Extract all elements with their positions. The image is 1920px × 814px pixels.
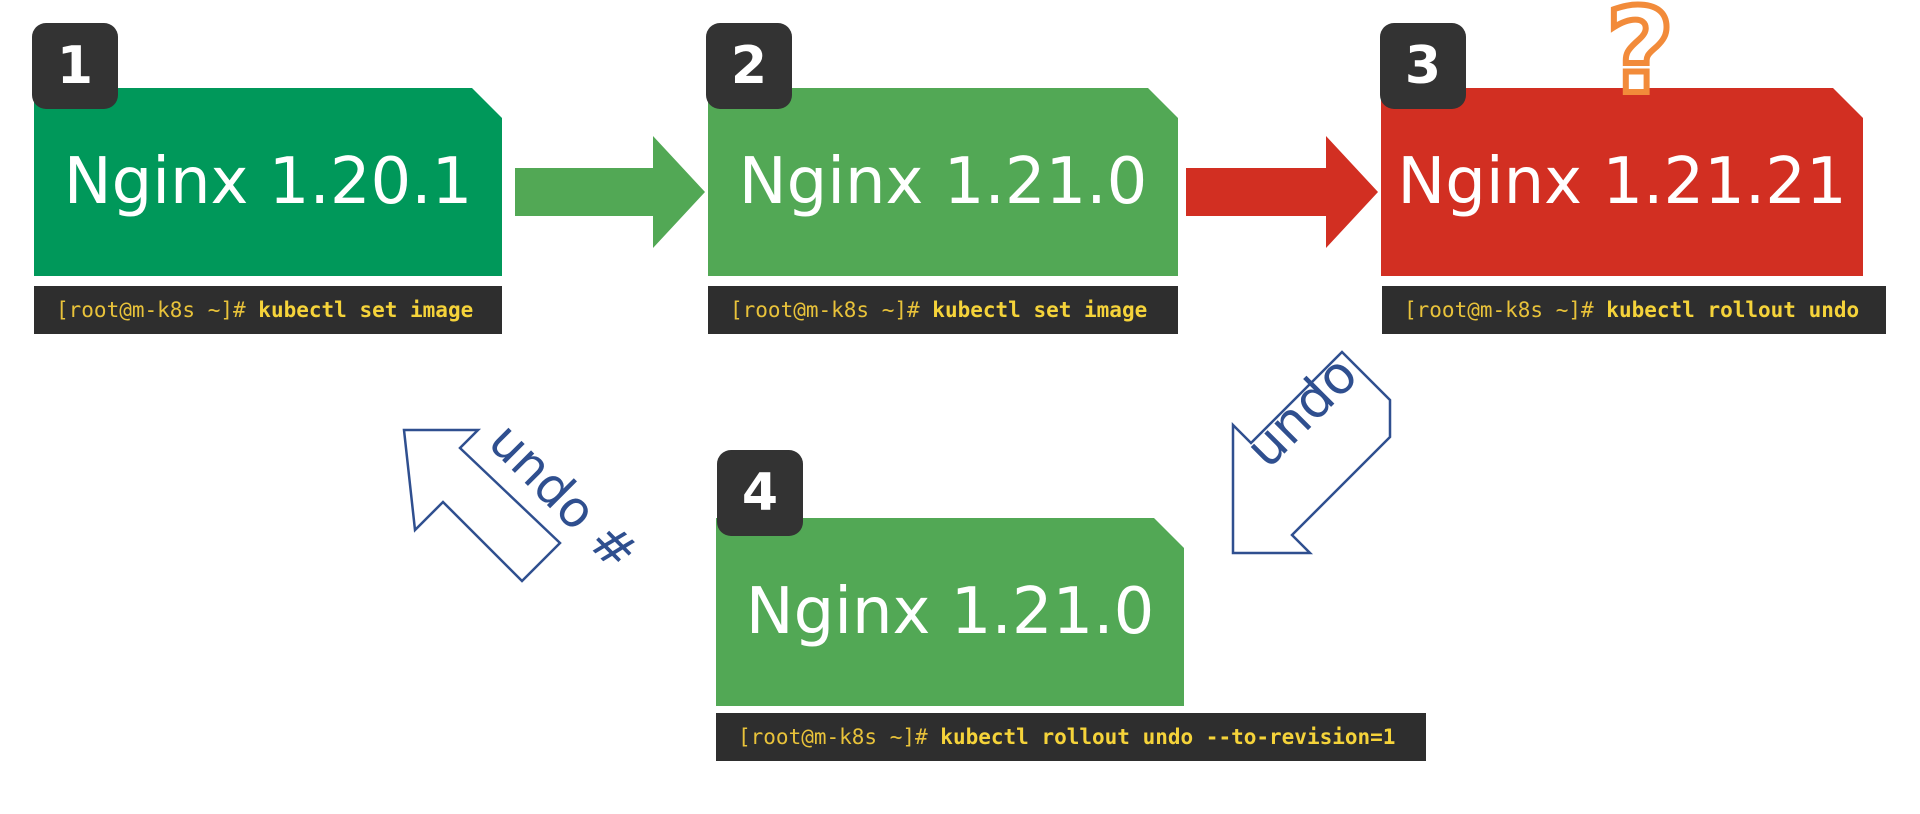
arrow-right-icon xyxy=(1186,136,1378,248)
step-1-prompt: [root@m-k8s ~]# xyxy=(56,298,259,322)
step-3-badge: 3 xyxy=(1380,23,1466,109)
step-3-prompt: [root@m-k8s ~]# xyxy=(1404,298,1607,322)
step-4-title: Nginx 1.21.0 xyxy=(745,575,1155,649)
step-2-terminal: [root@m-k8s ~]# kubectl set image xyxy=(708,286,1178,334)
step-2-card: Nginx 1.21.0 xyxy=(708,88,1178,276)
step-3-terminal: [root@m-k8s ~]# kubectl rollout undo xyxy=(1382,286,1886,334)
step-3-title: Nginx 1.21.21 xyxy=(1397,145,1847,219)
step-4-command: kubectl rollout undo --to-revision=1 xyxy=(940,725,1396,749)
step-2-badge: 2 xyxy=(706,23,792,109)
step-2-prompt: [root@m-k8s ~]# xyxy=(730,298,933,322)
step-3-command: kubectl rollout undo xyxy=(1606,298,1860,322)
step-4-badge: 4 xyxy=(717,450,803,536)
step-2-command: kubectl set image xyxy=(932,298,1148,322)
arrow-right-icon xyxy=(515,136,705,248)
step-4-card: Nginx 1.21.0 xyxy=(716,518,1184,706)
question-mark-icon: ? xyxy=(1603,0,1677,120)
step-2-title: Nginx 1.21.0 xyxy=(738,145,1148,219)
step-1-terminal: [root@m-k8s ~]# kubectl set image xyxy=(34,286,502,334)
step-1-command: kubectl set image xyxy=(258,298,474,322)
step-3-card: Nginx 1.21.21 xyxy=(1381,88,1863,276)
step-4-prompt: [root@m-k8s ~]# xyxy=(738,725,941,749)
step-4-terminal: [root@m-k8s ~]# kubectl rollout undo --t… xyxy=(716,713,1426,761)
step-1-badge: 1 xyxy=(32,23,118,109)
step-1-title: Nginx 1.20.1 xyxy=(63,145,473,219)
step-1-card: Nginx 1.20.1 xyxy=(34,88,502,276)
